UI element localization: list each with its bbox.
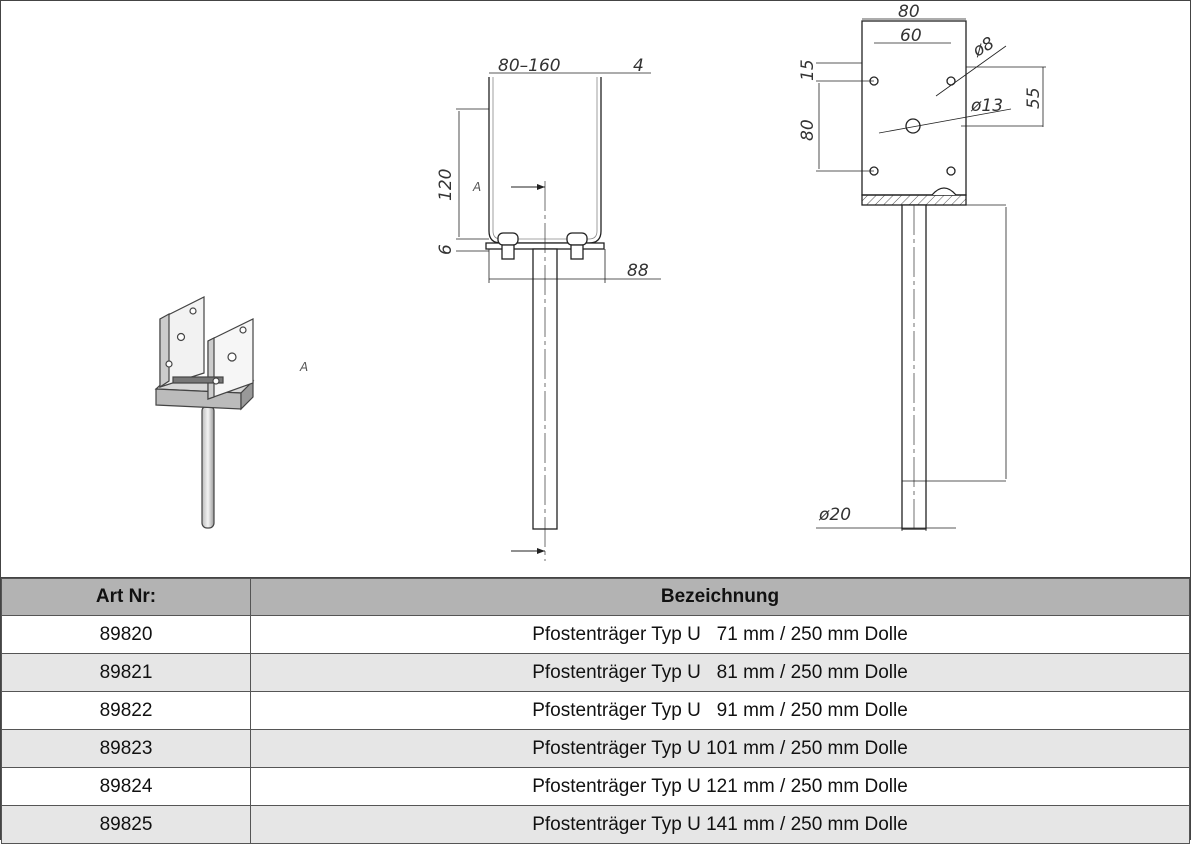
table-row: 89822 Pfostenträger Typ U 91 mm / 250 mm… <box>1 691 1190 730</box>
dim-edge: 15 <box>798 59 818 81</box>
dim-width-range: 80–160 <box>498 56 561 76</box>
dim-height: 120 <box>436 169 456 201</box>
header-bezeichnung: Bezeichnung <box>250 578 1190 616</box>
cell-bezeichnung: Pfostenträger Typ U 91 mm / 250 mm Dolle <box>250 691 1190 730</box>
table-row: 89820 Pfostenträger Typ U 71 mm / 250 mm… <box>1 615 1190 654</box>
cell-bezeichnung: Pfostenträger Typ U 141 mm / 250 mm Doll… <box>250 805 1190 844</box>
table-header-row: Art Nr: Bezeichnung <box>1 578 1190 616</box>
dim-hole-spacing: 60 <box>900 26 922 46</box>
table-row: 89825 Pfostenträger Typ U 141 mm / 250 m… <box>1 805 1190 844</box>
dim-side-width: 80 <box>898 2 920 22</box>
cell-art-nr: 89823 <box>1 729 251 768</box>
article-table: Art Nr: Bezeichnung 89820 Pfostenträger … <box>1 578 1190 844</box>
header-art-nr: Art Nr: <box>1 578 251 616</box>
iso-section-label: A <box>299 360 308 374</box>
dim-spacing: 88 <box>627 261 649 281</box>
dim-thickness: 4 <box>633 56 644 76</box>
dim-rod-dia: ø20 <box>818 505 851 525</box>
drawing-canvas: A <box>154 2 1046 561</box>
cell-art-nr: 89825 <box>1 805 251 844</box>
table-row: 89821 Pfostenträger Typ U 81 mm / 250 mm… <box>1 653 1190 692</box>
cell-art-nr: 89821 <box>1 653 251 692</box>
dim-hole-dia: ø8 <box>969 33 998 62</box>
cell-art-nr: 89824 <box>1 767 251 806</box>
cell-art-nr: 89820 <box>1 615 251 654</box>
technical-drawing: A <box>1 1 1190 578</box>
cell-bezeichnung: Pfostenträger Typ U 81 mm / 250 mm Dolle <box>250 653 1190 692</box>
front-view <box>456 72 661 561</box>
dim-base: 6 <box>436 244 456 255</box>
isometric-view <box>154 296 255 529</box>
cell-bezeichnung: Pfostenträger Typ U 121 mm / 250 mm Doll… <box>250 767 1190 806</box>
side-view <box>816 18 1046 531</box>
cell-bezeichnung: Pfostenträger Typ U 101 mm / 250 mm Doll… <box>250 729 1190 768</box>
table-row: 89824 Pfostenträger Typ U 121 mm / 250 m… <box>1 767 1190 806</box>
dim-side-height: 80 <box>798 119 818 141</box>
dim-center-offset: 55 <box>1024 87 1044 109</box>
section-label: A <box>472 180 481 194</box>
dim-center-dia: ø13 <box>970 96 1003 116</box>
table-row: 89823 Pfostenträger Typ U 101 mm / 250 m… <box>1 729 1190 768</box>
cell-art-nr: 89822 <box>1 691 251 730</box>
cell-bezeichnung: Pfostenträger Typ U 71 mm / 250 mm Dolle <box>250 615 1190 654</box>
